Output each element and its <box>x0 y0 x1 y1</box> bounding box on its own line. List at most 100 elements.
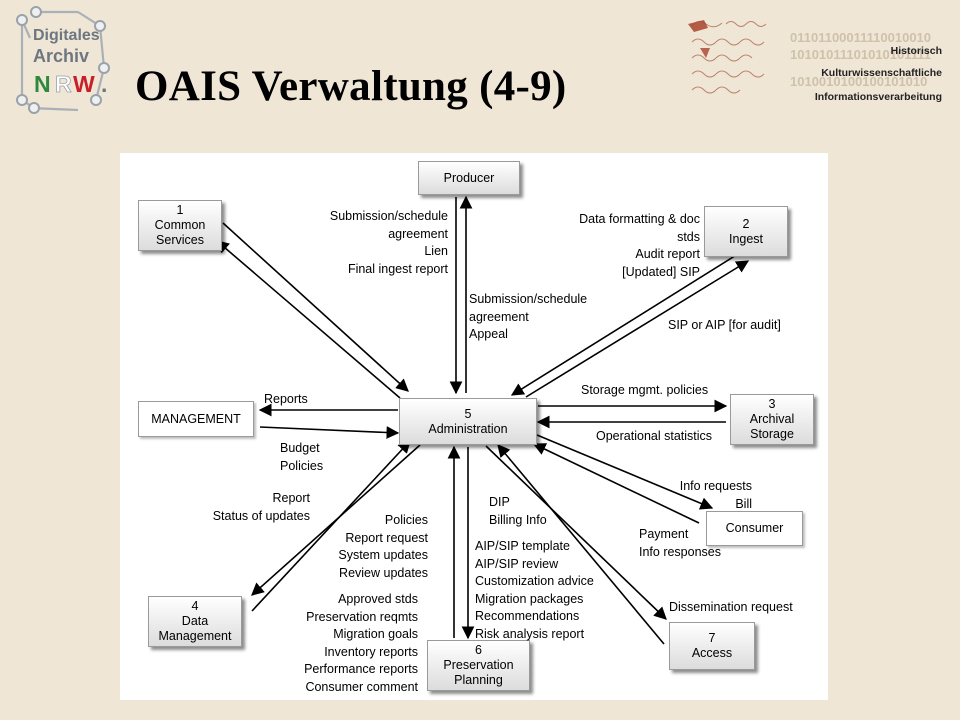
text-line: Access <box>691 646 733 660</box>
text-line: Recommendations <box>475 609 580 623</box>
diagram-arrows <box>216 195 750 645</box>
hki-binary-3: 1010010100100101010 <box>790 74 927 89</box>
producer-box[interactable]: Producer <box>418 161 520 195</box>
arrow-admin-to-access <box>485 445 667 620</box>
text-line: 7 <box>708 631 716 645</box>
digitales-archiv-nrw-logo: Digitales Archiv N R W . <box>8 0 123 120</box>
text-line: Management <box>158 629 232 643</box>
text-line: Lien <box>424 244 448 258</box>
arrow-common-to-admin <box>222 222 409 392</box>
text-line: Consumer comment <box>305 679 418 694</box>
text-line: DIP <box>489 495 510 509</box>
hki-text-kulturwissenschaftliche: Kulturwissenschaftliche <box>821 67 942 79</box>
arrow-admin-to-common <box>216 240 401 399</box>
text-line: Risk analysis report <box>475 626 585 641</box>
text-line: Report request <box>345 530 428 545</box>
text-line: stds <box>677 229 700 244</box>
logo-text-archiv: Archiv <box>33 46 89 66</box>
label-admin-to-ingest: SIP or AIP [for audit] <box>668 317 781 335</box>
logo-text-n: N <box>34 71 51 97</box>
logo-text-w: W <box>73 71 95 97</box>
text-line: Data formatting & doc <box>579 212 700 226</box>
text-line: Archival <box>749 412 795 426</box>
slide-title: OAIS Verwaltung (4-9) <box>135 63 567 110</box>
text-line: Appeal <box>469 327 508 341</box>
text-line: Billing Info <box>489 512 547 527</box>
text-line: Performance reports <box>304 662 418 676</box>
text-line: Reports <box>264 392 308 406</box>
text-line: Audit report <box>635 247 700 261</box>
hki-binary-2: 10101011101010101111 <box>790 47 931 62</box>
arrow-datamgmt-to-admin <box>251 440 411 612</box>
text-line: Migration goals <box>333 627 418 641</box>
text-line: AIP/SIP review <box>475 556 559 571</box>
label-dissemination-request: Dissemination request <box>669 599 793 617</box>
text-line: Dissemination request <box>669 600 793 614</box>
arrow-ingest-to-admin <box>510 253 739 396</box>
text-line: Inventory reports <box>324 644 418 659</box>
logo-text-r: R <box>55 71 72 97</box>
arrow-management-to-admin <box>259 426 400 439</box>
text-line: Final ingest report <box>347 261 448 276</box>
text-line: 4 <box>191 599 199 613</box>
text-line: Policies <box>280 458 324 473</box>
text-line: Data <box>181 614 209 628</box>
text-line: 2 <box>742 216 750 231</box>
text-line: Operational statistics <box>596 429 713 443</box>
text-line: Producer <box>443 170 495 185</box>
text-line: agreement <box>388 226 448 241</box>
arrow-consumer-to-admin <box>532 443 700 524</box>
text-line: Info requests <box>679 479 752 493</box>
text-line: Administration <box>428 421 508 436</box>
text-line: Bill <box>735 496 752 511</box>
text-line: Migration packages <box>475 591 584 606</box>
text-line: Ingest <box>728 231 764 246</box>
label-dip-billing: DIP Billing Info <box>489 494 547 529</box>
management-box[interactable]: MANAGEMENT <box>138 401 254 437</box>
text-line: Budget <box>280 441 320 455</box>
text-line: Consumer <box>725 521 784 535</box>
text-line: Preservation <box>443 658 514 672</box>
hki-text-informationsverarbeitung: Informationsverarbeitung <box>815 91 942 103</box>
text-line: Report <box>272 491 310 505</box>
text-line: Payment <box>639 527 689 541</box>
logo-text-dot: . <box>101 71 107 97</box>
arrow-admin-to-ingest <box>525 260 750 398</box>
hki-logo: 01101100011110010010 1010101110101010111… <box>686 14 948 106</box>
text-line: Preservation reqmts <box>306 609 418 624</box>
consumer-box[interactable]: Consumer <box>706 511 803 546</box>
text-line: AIP/SIP template <box>475 539 570 553</box>
logo-text-digitales: Digitales <box>33 27 100 44</box>
text-line: Status of updates <box>212 508 310 523</box>
hki-binary-1: 01101100011110010010 <box>790 30 931 45</box>
text-line: 6 <box>475 643 482 657</box>
text-line: Storage <box>750 427 794 441</box>
text-line: 1 <box>176 203 184 217</box>
text-line: 3 <box>768 397 776 411</box>
text-line: Approved stds <box>338 592 418 606</box>
text-line: MANAGEMENT <box>151 411 241 426</box>
text-line: 5 <box>464 406 472 421</box>
text-line: Info responses <box>639 544 721 559</box>
text-line: agreement <box>469 309 529 324</box>
text-line: Review updates <box>339 565 428 580</box>
label-storage-policies: Storage mgmt. policies <box>581 382 708 400</box>
text-line: System updates <box>338 548 428 562</box>
